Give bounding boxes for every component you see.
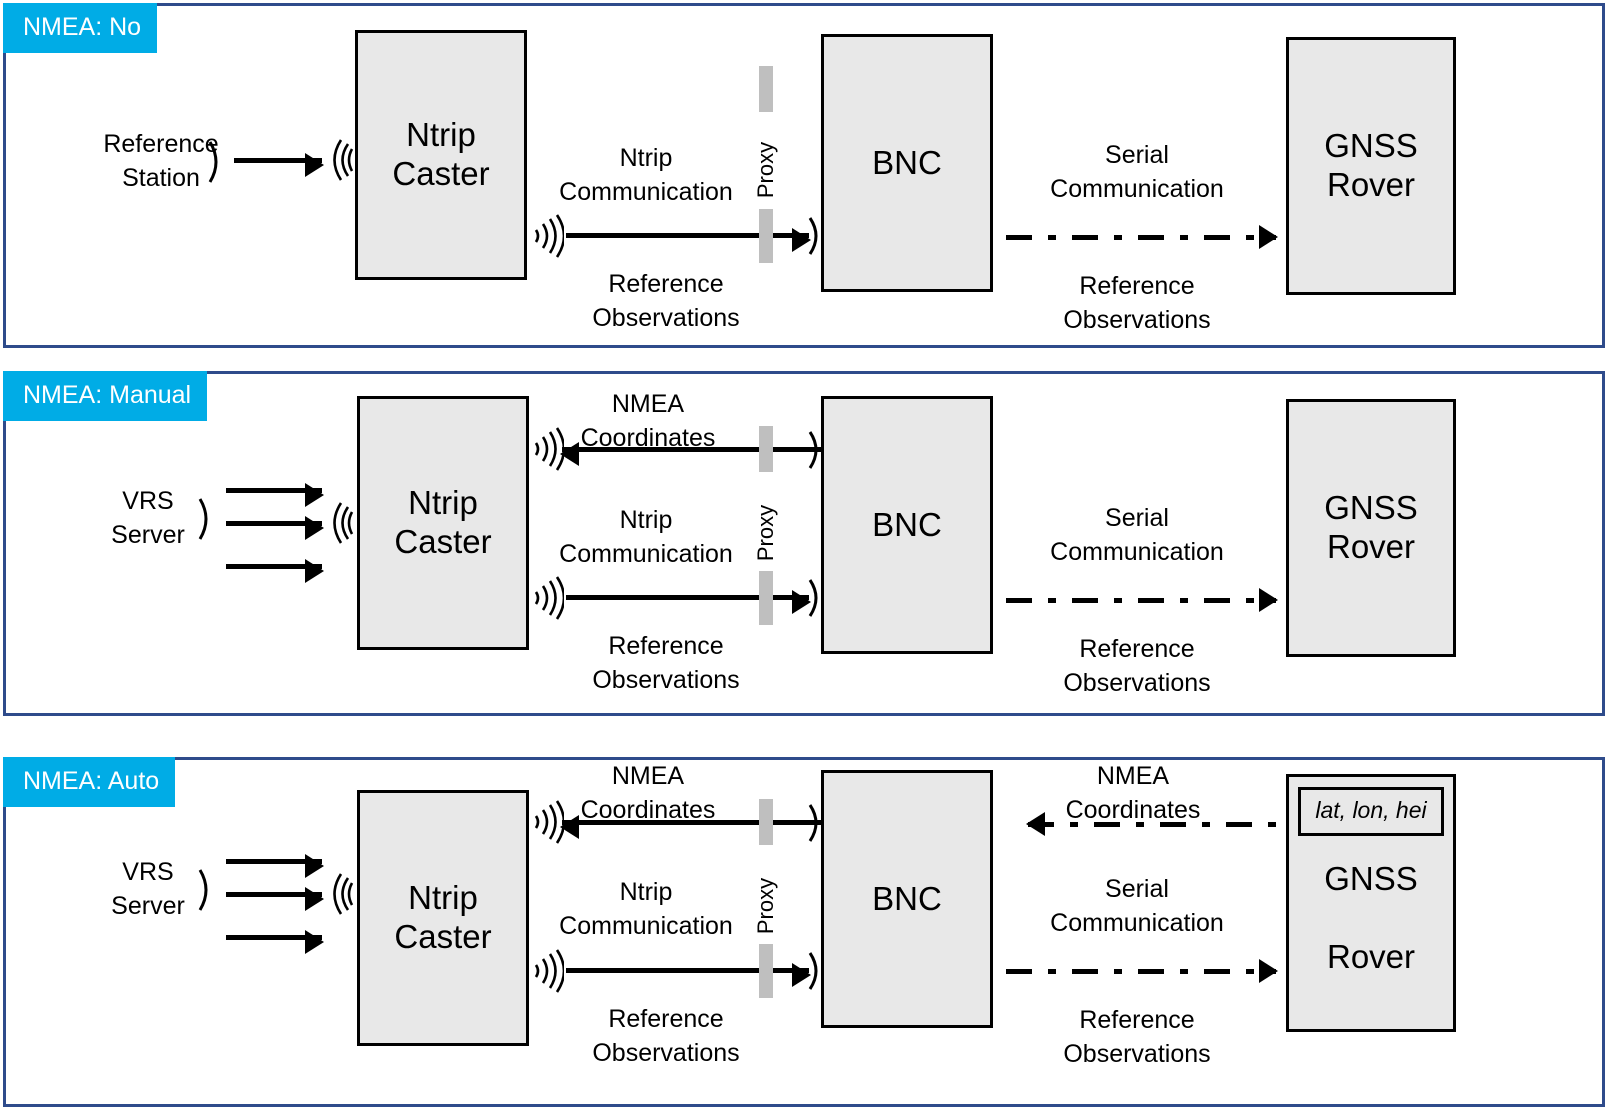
receive-antenna-icon [805, 575, 827, 621]
node-gnss-rover: lat, lon, hei GNSS Rover [1286, 774, 1456, 1032]
node-ntrip-caster: Ntrip Caster [357, 396, 529, 650]
proxy-label: Proxy [753, 504, 778, 562]
transmit-antenna-icon [805, 427, 827, 473]
link-label-nmea-coordinates: NMEA Coordinates [580, 762, 716, 824]
arrow-caster-to-bnc [566, 228, 811, 252]
receive-antenna-icon [326, 137, 354, 183]
proxy-bar-lower [759, 209, 773, 263]
arrow-bnc-to-rover [1006, 588, 1278, 612]
transmit-signal-icon [530, 948, 564, 994]
transmit-antenna-icon [194, 495, 218, 543]
link-label-nmea-coordinates: NMEA Coordinates [580, 390, 716, 452]
node-gnss-rover: GNSS Rover [1286, 37, 1456, 295]
source-label-vrs-server: VRS Server [111, 487, 185, 549]
link-sublabel-reference-observations: Reference Observations [1063, 272, 1211, 334]
receive-antenna-icon [326, 871, 354, 917]
link-label-ntrip-communication: Ntrip Communication [559, 506, 733, 568]
arrow-source-to-caster-3 [226, 559, 324, 583]
arrow-source-to-caster [234, 153, 324, 177]
proxy-label: Proxy [753, 877, 778, 935]
arrow-source-to-caster-1 [226, 854, 324, 878]
link-label-ntrip-communication: Ntrip Communication [559, 878, 733, 940]
arrow-source-to-caster-2 [226, 516, 324, 540]
transmit-signal-icon [530, 213, 564, 259]
arrow-source-to-caster-2 [226, 887, 324, 911]
link-label-serial-communication: Serial Communication [1050, 141, 1224, 203]
panel-nmea-auto: NMEA: Auto VRS Server Ntrip Caster [3, 757, 1605, 1107]
link-label-ntrip-communication: Ntrip Communication [559, 144, 733, 206]
node-gnss-rover: GNSS Rover [1286, 399, 1456, 657]
source-label-reference-station: Reference Station [103, 130, 219, 192]
link-sublabel-reference-observations: Reference Observations [1063, 1006, 1211, 1068]
proxy-bar-lower [759, 571, 773, 625]
receive-signal-icon [530, 426, 564, 472]
node-ntrip-caster: Ntrip Caster [357, 790, 529, 1046]
arrow-bnc-to-caster-nmea [560, 815, 821, 839]
link-sublabel-reference-observations: Reference Observations [592, 270, 740, 332]
receive-signal-icon [530, 799, 564, 845]
proxy-label: Proxy [753, 141, 778, 199]
proxy-bar-upper [759, 66, 773, 112]
arrow-source-to-caster-1 [226, 483, 324, 507]
panel-tag-nmea-auto: NMEA: Auto [3, 757, 176, 807]
receive-antenna-icon [326, 500, 354, 546]
link-label-nmea-coordinates-rover: NMEA Coordinates [1065, 762, 1201, 824]
arrow-bnc-to-rover [1006, 959, 1278, 983]
node-ntrip-caster: Ntrip Caster [355, 30, 527, 280]
panel-tag-nmea-manual: NMEA: Manual [3, 371, 208, 421]
link-label-serial-communication: Serial Communication [1050, 504, 1224, 566]
arrow-rover-to-bnc-nmea [1026, 812, 1284, 836]
arrow-source-to-caster-3 [226, 930, 324, 954]
node-bnc: BNC [821, 770, 993, 1028]
arrow-bnc-to-rover [1006, 225, 1278, 249]
arrow-bnc-to-caster-nmea [560, 442, 821, 466]
rover-coordinate-chip: lat, lon, hei [1298, 787, 1444, 836]
proxy-bar-lower [759, 944, 773, 998]
link-label-serial-communication: Serial Communication [1050, 875, 1224, 937]
panel-tag-nmea-no: NMEA: No [3, 3, 158, 53]
node-bnc: BNC [821, 34, 993, 292]
source-label-vrs-server: VRS Server [111, 858, 185, 920]
transmit-antenna-icon [194, 866, 218, 914]
arrow-caster-to-bnc [566, 963, 811, 987]
panel-nmea-manual: NMEA: Manual VRS Server Ntrip Caster [3, 371, 1605, 716]
rover-name: GNSS Rover [1324, 860, 1418, 975]
receive-antenna-icon [805, 948, 827, 994]
link-sublabel-reference-observations: Reference Observations [592, 632, 740, 694]
transmit-signal-icon [530, 575, 564, 621]
transmit-antenna-icon [805, 800, 827, 846]
receive-antenna-icon [805, 213, 827, 259]
panel-nmea-no: NMEA: No Reference Station Ntrip Caster [3, 3, 1605, 348]
link-sublabel-reference-observations: Reference Observations [592, 1005, 740, 1067]
transmit-antenna-icon [204, 138, 228, 186]
arrow-caster-to-bnc [566, 590, 811, 614]
proxy-bar-upper [759, 799, 773, 845]
proxy-bar-upper [759, 426, 773, 472]
link-sublabel-reference-observations: Reference Observations [1063, 635, 1211, 697]
node-bnc: BNC [821, 396, 993, 654]
